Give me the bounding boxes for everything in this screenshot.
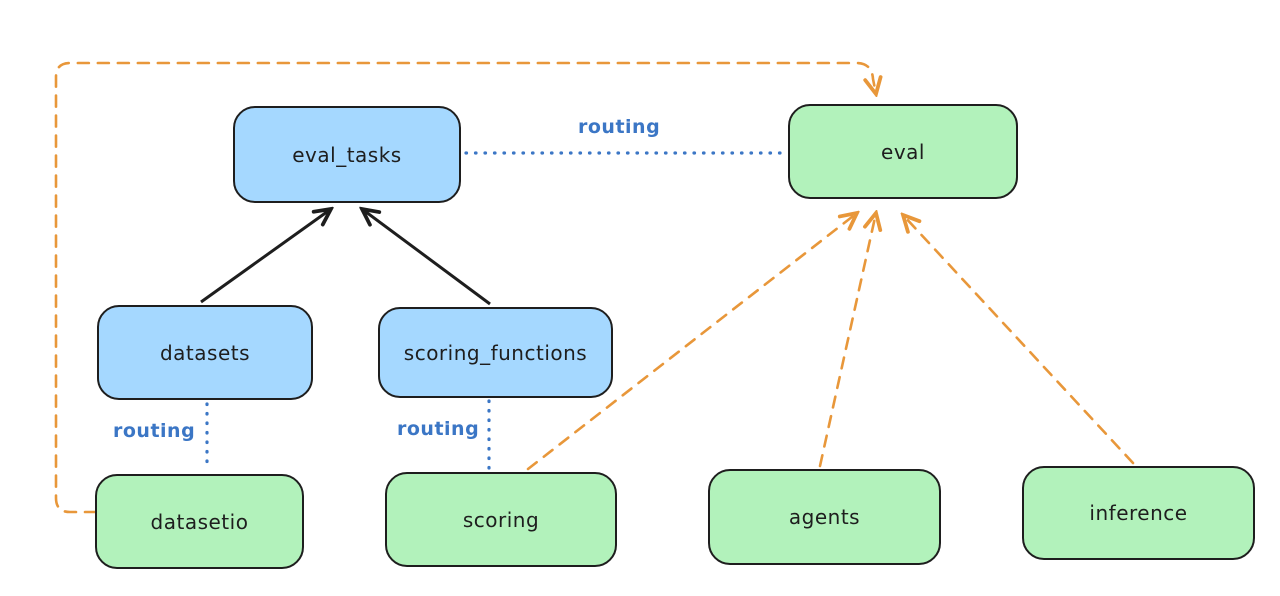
edge-label-routing-datasets-datasetio: routing — [113, 420, 196, 442]
node-eval-label: eval — [881, 139, 925, 164]
node-agents-label: agents — [788, 505, 861, 529]
node-datasetio-label: datasetio — [150, 509, 249, 534]
node-eval-tasks: eval_tasks — [233, 106, 461, 203]
edge-scoring-functions-to-eval-tasks — [362, 209, 491, 306]
edge-label-routing-scoring-functions-scoring: routing — [397, 418, 480, 440]
edge-scoring-to-eval — [526, 213, 857, 471]
node-scoring-functions: scoring_functions — [378, 307, 613, 398]
node-scoring-functions-label: scoring_functions — [403, 340, 588, 365]
node-inference-label: inference — [1089, 501, 1188, 525]
node-scoring-label: scoring — [462, 507, 540, 532]
edge-datasetio-to-eval — [54, 61, 876, 514]
node-datasets-label: datasets — [159, 340, 251, 365]
node-inference: inference — [1022, 466, 1255, 560]
node-eval-tasks-label: eval_tasks — [292, 142, 402, 167]
edge-label-routing-eval-tasks-eval: routing — [578, 116, 661, 138]
node-datasetio: datasetio — [95, 474, 304, 569]
edge-inference-to-eval — [903, 215, 1135, 465]
node-agents: agents — [708, 469, 941, 565]
node-scoring: scoring — [385, 472, 617, 567]
node-eval: eval — [788, 104, 1018, 199]
edge-agents-to-eval — [818, 213, 876, 468]
node-datasets: datasets — [97, 305, 313, 400]
edge-datasets-to-eval-tasks — [200, 209, 331, 304]
